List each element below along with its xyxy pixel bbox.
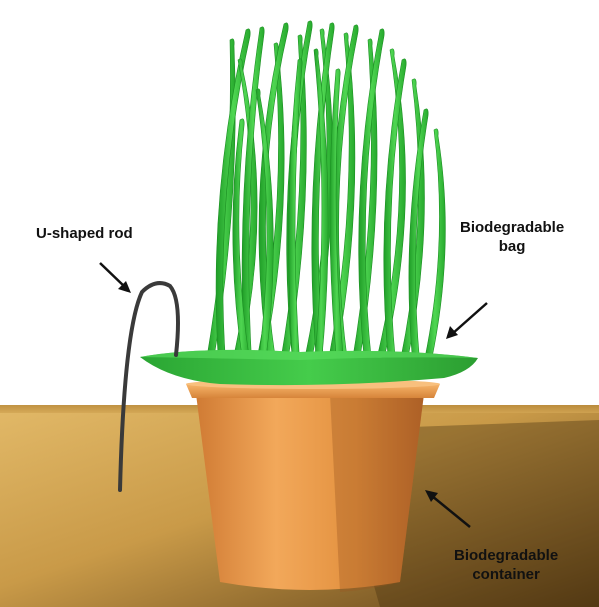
biodegradable-bag xyxy=(140,350,478,385)
biodegradable-bag-label: Biodegradable bag xyxy=(460,218,564,256)
arrow-down-right-icon xyxy=(100,263,131,293)
grass-blade xyxy=(425,129,446,360)
u-shaped-rod-label: U-shaped rod xyxy=(36,224,133,243)
biodegradable-container-label: Biodegradable container xyxy=(454,546,558,584)
pot xyxy=(186,379,440,592)
arrow-down-left-icon xyxy=(446,303,487,339)
grass-blades xyxy=(207,21,446,362)
